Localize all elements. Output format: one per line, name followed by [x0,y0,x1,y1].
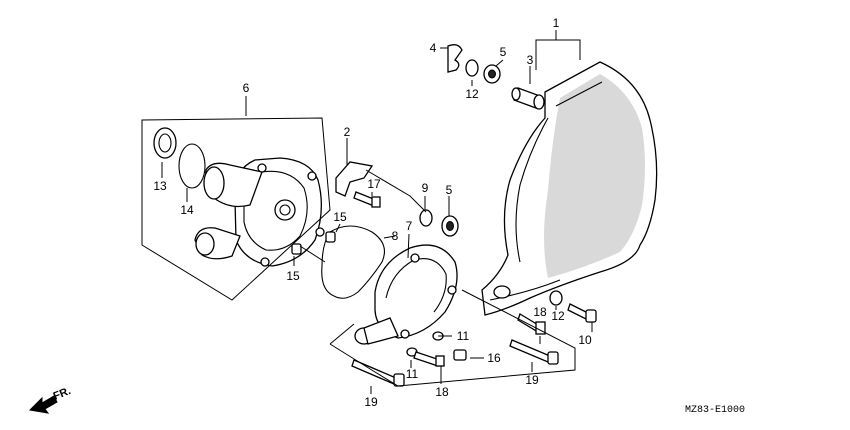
callout-1: 1 [553,16,560,30]
front-direction-indicator: FR. [28,385,73,414]
bolt-10 [567,303,597,323]
callout-5a: 5 [500,45,507,59]
callout-9: 9 [422,181,429,195]
front-label: FR. [52,385,73,403]
callout-15a: 15 [333,210,347,224]
clip-part [447,44,463,73]
callout-12a: 12 [465,87,479,101]
callout-11b: 11 [406,367,419,381]
callout-7: 7 [406,219,413,233]
callout-labels: 1 2 3 4 5 5 6 7 8 9 10 11 11 12 12 13 14… [153,16,592,409]
diagram-code: MZ83-E1000 [685,405,745,416]
callout-10: 10 [578,333,592,347]
callout-18a: 18 [533,305,547,319]
bracket-part [335,161,374,197]
callout-4: 4 [430,41,437,55]
callout-5b: 5 [446,183,453,197]
callout-12b: 12 [551,309,565,323]
collar-middle [419,209,433,227]
callout-19a: 19 [525,373,539,387]
dowel-15a [325,231,336,243]
grommet-middle [441,215,459,237]
bolt-17 [353,191,381,208]
dowel-15b [291,243,302,255]
front-arrow-icon [28,395,58,414]
callout-8: 8 [392,229,399,243]
washer-12b [549,290,563,306]
pump-cover-part [354,244,458,345]
gasket-part [321,225,385,299]
water-pump-body [194,157,325,267]
oil-seal-part [153,127,177,159]
o-ring-part [178,143,206,189]
bolt-19b [509,339,559,365]
side-cover-part [481,61,658,316]
callout-15b: 15 [286,269,300,283]
bolt-19a [351,359,405,387]
collar-part [511,87,545,110]
callout-3: 3 [527,53,534,67]
callout-16: 16 [487,351,501,365]
callout-19b: 19 [364,395,378,409]
washer-top [465,59,479,77]
grommet-top [483,64,501,84]
group-bracket-6 [141,117,331,301]
bolt-16 [453,349,467,361]
leader-lines [161,30,593,394]
callout-18b: 18 [435,385,449,399]
callout-6: 6 [243,81,250,95]
callout-14: 14 [180,203,194,217]
callout-17: 17 [367,177,381,191]
callout-11a: 11 [457,329,470,343]
callout-13: 13 [153,179,167,193]
bolt-18a [413,351,445,367]
callout-2: 2 [344,125,351,139]
